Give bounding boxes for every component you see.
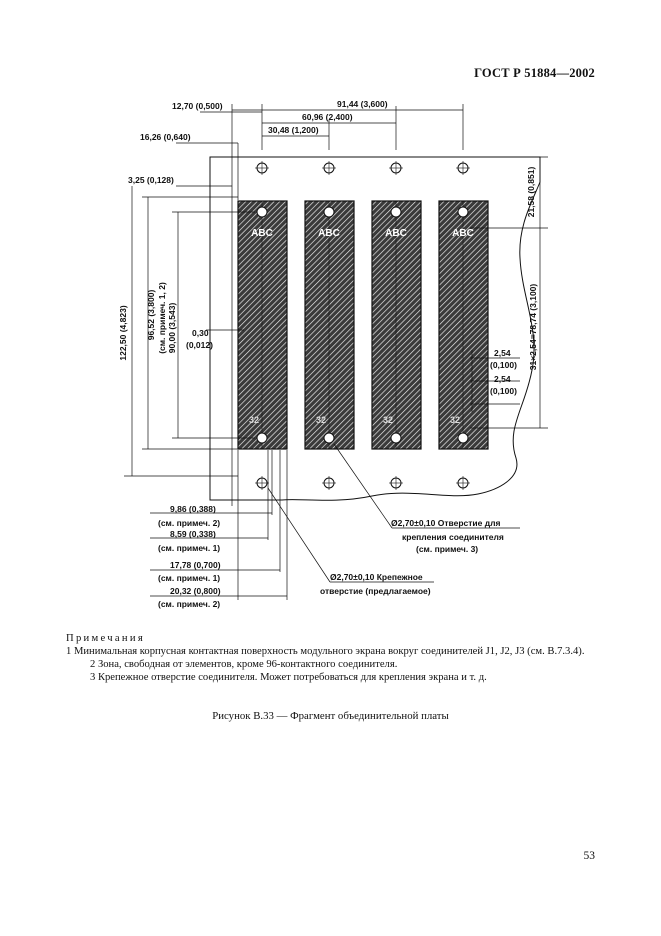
top-dimensions bbox=[176, 104, 464, 506]
connector-2-bottom-label: 32 bbox=[316, 415, 326, 425]
connector-3-label: ABC bbox=[385, 228, 407, 239]
notes-block: Примечания 1 Минимальная корпусная конта… bbox=[66, 632, 600, 684]
connector-hole-callout-2: крепления соединителя bbox=[402, 532, 504, 542]
dim-9-86-note: (см. примеч. 2) bbox=[158, 518, 220, 528]
page-number: 53 bbox=[583, 850, 596, 862]
conn-hole-bottom-1 bbox=[256, 432, 268, 444]
dim-12-70: 12,70 (0,500) bbox=[172, 101, 223, 111]
note-2: 2 Зона, свободная от элементов, кроме 96… bbox=[90, 659, 398, 671]
notes-title: Примечания bbox=[66, 633, 145, 644]
dim-21-58: 21,58 (0,851) bbox=[526, 167, 536, 218]
dim-30-48: 30,48 (1,200) bbox=[268, 125, 319, 135]
dim-17-78-note: (см. примеч. 1) bbox=[158, 573, 220, 583]
conn-hole-bottom-2 bbox=[323, 432, 335, 444]
conn-hole-top-1 bbox=[256, 206, 268, 218]
dim-96-52: 96,52 (3,800) bbox=[146, 290, 156, 341]
dim-2-54-b: 2,54 bbox=[494, 374, 511, 384]
conn-hole-top-4 bbox=[457, 206, 469, 218]
dim-8-59: 8,59 (0,338) bbox=[170, 529, 216, 539]
dim-20-32-note: (см. примеч. 2) bbox=[158, 599, 220, 609]
connectors: ABC 32 ABC 32 ABC 32 ABC 32 bbox=[237, 200, 489, 450]
dim-31x2-54: 31×2,54=78,74 (3,100) bbox=[528, 284, 538, 371]
connector-4-label: ABC bbox=[452, 228, 474, 239]
connector-4-bottom-label: 32 bbox=[450, 415, 460, 425]
conn-hole-bottom-3 bbox=[390, 432, 402, 444]
dim-90-00: 90,00 (3,543) bbox=[167, 303, 177, 354]
dim-2-54-b-inch: (0,100) bbox=[490, 386, 517, 396]
connector-1-label: ABC bbox=[251, 228, 273, 239]
connector-3-bottom-label: 32 bbox=[383, 415, 393, 425]
note-1: 1 Минимальная корпусная контактная повер… bbox=[66, 646, 585, 658]
right-dimensions bbox=[470, 156, 548, 429]
hole-crosshairs bbox=[255, 161, 470, 490]
dim-96-52-note: (см. примеч. 1, 2) bbox=[157, 282, 167, 354]
mount-hole-callout-2: отверстие (предлагаемое) bbox=[320, 586, 431, 596]
dim-9-86: 9,86 (0,388) bbox=[170, 504, 216, 514]
dim-16-26: 16,26 (0,640) bbox=[140, 132, 191, 142]
connector-hole-callout-1: Ø2,70±0,10 Отверстие для bbox=[391, 518, 501, 528]
note-3: 3 Крепежное отверстие соединителя. Может… bbox=[90, 672, 487, 684]
conn-hole-top-2 bbox=[323, 206, 335, 218]
dim-20-32: 20,32 (0,800) bbox=[170, 586, 221, 596]
backplane-drawing: ABC 32 ABC 32 ABC 32 ABC 32 bbox=[118, 99, 548, 609]
connector-2: ABC 32 bbox=[304, 200, 355, 450]
mounting-holes bbox=[256, 162, 469, 489]
connector-3: ABC 32 bbox=[371, 200, 422, 450]
figure-caption: Рисунок В.33 — Фрагмент объединительной … bbox=[212, 710, 449, 722]
left-dimensions bbox=[124, 186, 255, 477]
mount-hole-callout-1: Ø2,70±0,10 Крепежное bbox=[330, 572, 423, 582]
dim-2-54-a: 2,54 bbox=[494, 348, 511, 358]
connector-2-label: ABC bbox=[318, 228, 340, 239]
connector-1: ABC 32 bbox=[237, 200, 288, 450]
conn-hole-top-3 bbox=[390, 206, 402, 218]
conn-hole-bottom-4 bbox=[457, 432, 469, 444]
dim-2-54-a-inch: (0,100) bbox=[490, 360, 517, 370]
dim-3-25: 3,25 (0,128) bbox=[128, 175, 174, 185]
dim-60-96: 60,96 (2,400) bbox=[302, 112, 353, 122]
dim-0-30: 0,30 bbox=[192, 328, 209, 338]
connector-hole-callout-3: (см. примеч. 3) bbox=[416, 544, 478, 554]
dim-0-30-inch: (0,012) bbox=[186, 340, 213, 350]
dim-122-50: 122,50 (4,823) bbox=[118, 305, 128, 360]
connector-1-bottom-label: 32 bbox=[249, 415, 259, 425]
leader-lines bbox=[267, 443, 520, 583]
bottom-dimensions bbox=[150, 450, 288, 600]
dim-91-44: 91,44 (3,600) bbox=[337, 99, 388, 109]
standard-header: ГОСТ Р 51884—2002 bbox=[474, 66, 595, 80]
connector-4: ABC 32 bbox=[438, 200, 489, 450]
dim-8-59-note: (см. примеч. 1) bbox=[158, 543, 220, 553]
dim-17-78: 17,78 (0,700) bbox=[170, 560, 221, 570]
